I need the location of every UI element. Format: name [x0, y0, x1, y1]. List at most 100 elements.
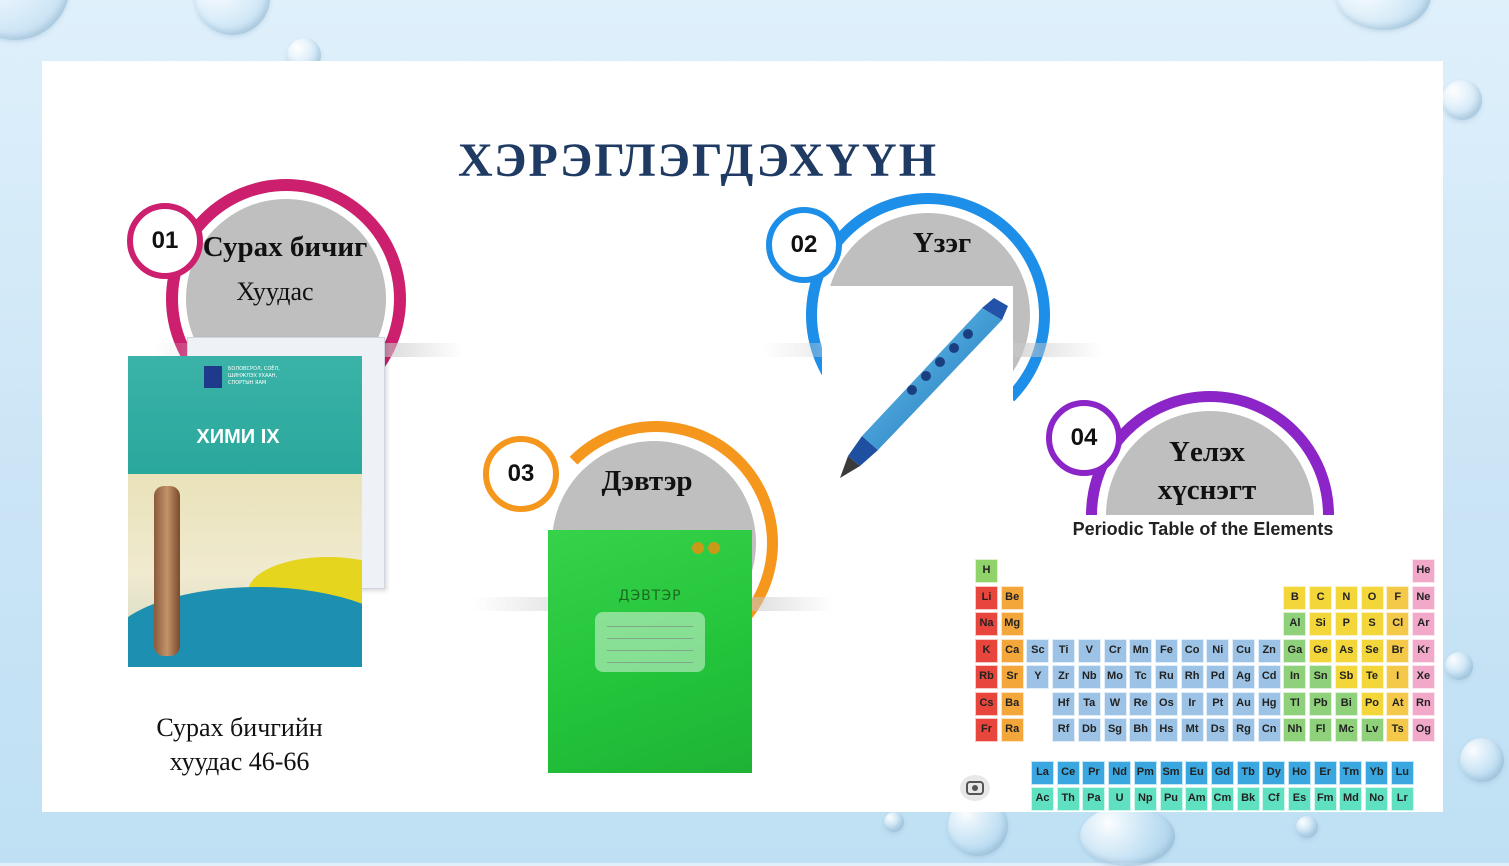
element-cell-mn: Mn [1129, 638, 1153, 663]
mongolia-emblem-icon [204, 366, 222, 388]
textbook-publisher: БОЛОВСРОЛ, СОЁЛ, ШИНЖЛЭХ УХААН, СПОРТЫН … [228, 366, 280, 386]
element-cell-am: Am [1185, 787, 1209, 811]
notebook-badge-icon [692, 542, 704, 554]
element-cell-pm: Pm [1133, 760, 1157, 785]
element-cell-mc: Mc [1334, 718, 1358, 742]
element-cell-i: I [1386, 665, 1410, 689]
element-cell-bh: Bh [1129, 718, 1153, 742]
element-cell-hg: Hg [1257, 691, 1281, 716]
element-cell-yb: Yb [1365, 760, 1389, 785]
element-cell-th: Th [1056, 787, 1080, 811]
element-cell-au: Au [1232, 691, 1255, 716]
pen-image [822, 286, 1013, 491]
element-cell-cl: Cl [1386, 612, 1410, 636]
element-cell-er: Er [1313, 760, 1337, 785]
item-03-ring [534, 421, 778, 665]
element-cell-w: W [1103, 691, 1127, 716]
element-cell-pr: Pr [1082, 760, 1106, 785]
element-cell-gd: Gd [1210, 760, 1234, 785]
test-tube-illustration [154, 486, 180, 656]
element-cell-h: H [975, 559, 998, 583]
element-cell-tl: Tl [1283, 691, 1307, 716]
textbook-caption-line1: Сурах бичгийн [156, 713, 323, 742]
element-cell-ge: Ge [1309, 638, 1333, 663]
element-cell-ra: Ra [1000, 718, 1024, 742]
item-04-number: 04 [1046, 400, 1122, 476]
element-cell-pb: Pb [1309, 691, 1333, 716]
element-cell-ac: Ac [1031, 787, 1054, 811]
element-cell-md: Md [1339, 787, 1363, 811]
element-cell-sm: Sm [1159, 760, 1183, 785]
element-cell-sc: Sc [1026, 638, 1050, 663]
element-cell-rf: Rf [1052, 718, 1076, 742]
element-cell-og: Og [1411, 718, 1435, 742]
element-cell-be: Be [1000, 585, 1024, 610]
element-cell-sb: Sb [1334, 665, 1358, 689]
element-cell-p: P [1334, 612, 1358, 636]
element-cell-co: Co [1180, 638, 1204, 663]
notebook-badge-icon [708, 542, 720, 554]
element-cell-po: Po [1360, 691, 1384, 716]
water-droplet-decoration [1336, 0, 1431, 30]
element-cell-v: V [1077, 638, 1101, 663]
notebook-cover-text: ДЭВТЭР [618, 588, 682, 604]
element-cell-kr: Kr [1411, 638, 1435, 663]
element-cell-ba: Ba [1000, 691, 1024, 716]
element-cell-dy: Dy [1262, 760, 1286, 785]
google-lens-icon[interactable] [960, 775, 990, 801]
element-cell-tb: Tb [1236, 760, 1260, 785]
textbook-caption: Сурах бичгийн хуудас 46-66 [132, 711, 347, 779]
item-01-number: 01 [127, 203, 203, 279]
element-cell-eu: Eu [1185, 760, 1209, 785]
item-02-ring [806, 193, 1050, 437]
item-04-label: Үелэх хүснэгт [1157, 436, 1257, 506]
element-cell-tc: Tc [1129, 665, 1153, 689]
element-cell-br: Br [1386, 638, 1410, 663]
element-cell-al: Al [1283, 612, 1307, 636]
slide: ХЭРЭГЛЭГДЭХҮҮН 01 Сурах бичиг Хуудас БОЛ… [42, 61, 1443, 812]
element-cell-b: B [1283, 585, 1307, 610]
element-cell-ni: Ni [1206, 638, 1230, 663]
element-cell-ar: Ar [1411, 612, 1435, 636]
element-cell-na: Na [975, 612, 998, 636]
element-cell-pd: Pd [1206, 665, 1230, 689]
element-cell-mt: Mt [1180, 718, 1204, 742]
element-cell-rb: Rb [975, 665, 998, 689]
element-cell-fl: Fl [1309, 718, 1333, 742]
element-cell-at: At [1386, 691, 1410, 716]
element-cell-hs: Hs [1154, 718, 1178, 742]
element-cell-ti: Ti [1052, 638, 1076, 663]
element-cell-rg: Rg [1232, 718, 1255, 742]
element-cell-ca: Ca [1000, 638, 1024, 663]
element-cell-os: Os [1154, 691, 1178, 716]
element-cell-si: Si [1309, 612, 1333, 636]
water-droplet-decoration [0, 0, 70, 40]
element-cell-ta: Ta [1077, 691, 1101, 716]
element-cell-pa: Pa [1082, 787, 1106, 811]
element-cell-ag: Ag [1232, 665, 1255, 689]
element-cell-db: Db [1077, 718, 1101, 742]
textbook-cover-title: ХИМИ IX [196, 426, 280, 448]
element-cell-sr: Sr [1000, 665, 1024, 689]
element-cell-nb: Nb [1077, 665, 1101, 689]
element-cell-k: K [975, 638, 998, 663]
water-droplet-decoration [884, 812, 904, 832]
element-cell-tm: Tm [1339, 760, 1363, 785]
element-cell-lr: Lr [1390, 787, 1414, 811]
element-cell-c: C [1309, 585, 1333, 610]
element-cell-cd: Cd [1257, 665, 1281, 689]
element-cell-cm: Cm [1210, 787, 1234, 811]
element-cell-es: Es [1288, 787, 1311, 811]
element-cell-pu: Pu [1159, 787, 1183, 811]
element-cell-rh: Rh [1180, 665, 1204, 689]
element-cell-rn: Rn [1411, 691, 1435, 716]
element-cell-sg: Sg [1103, 718, 1127, 742]
element-cell-re: Re [1129, 691, 1153, 716]
element-cell-np: Np [1133, 787, 1157, 811]
element-cell-lu: Lu [1390, 760, 1414, 785]
element-cell-nd: Nd [1108, 760, 1132, 785]
element-cell-cu: Cu [1232, 638, 1255, 663]
element-cell-ir: Ir [1180, 691, 1204, 716]
element-cell-ts: Ts [1386, 718, 1410, 742]
element-cell-cs: Cs [975, 691, 998, 716]
